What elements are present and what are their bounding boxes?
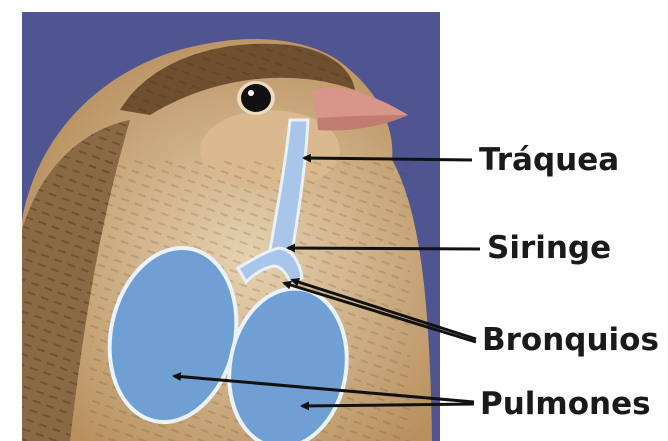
bird-eye — [237, 81, 275, 115]
label-bronquios: Bronquios — [482, 322, 659, 358]
label-traquea: Tráquea — [479, 142, 619, 178]
arrow-siringe — [288, 248, 480, 249]
label-pulmones: Pulmones — [480, 386, 651, 422]
label-siringe: Siringe — [487, 230, 611, 266]
arrow-traquea — [304, 158, 472, 160]
arrow-pulmones-2 — [302, 404, 474, 406]
